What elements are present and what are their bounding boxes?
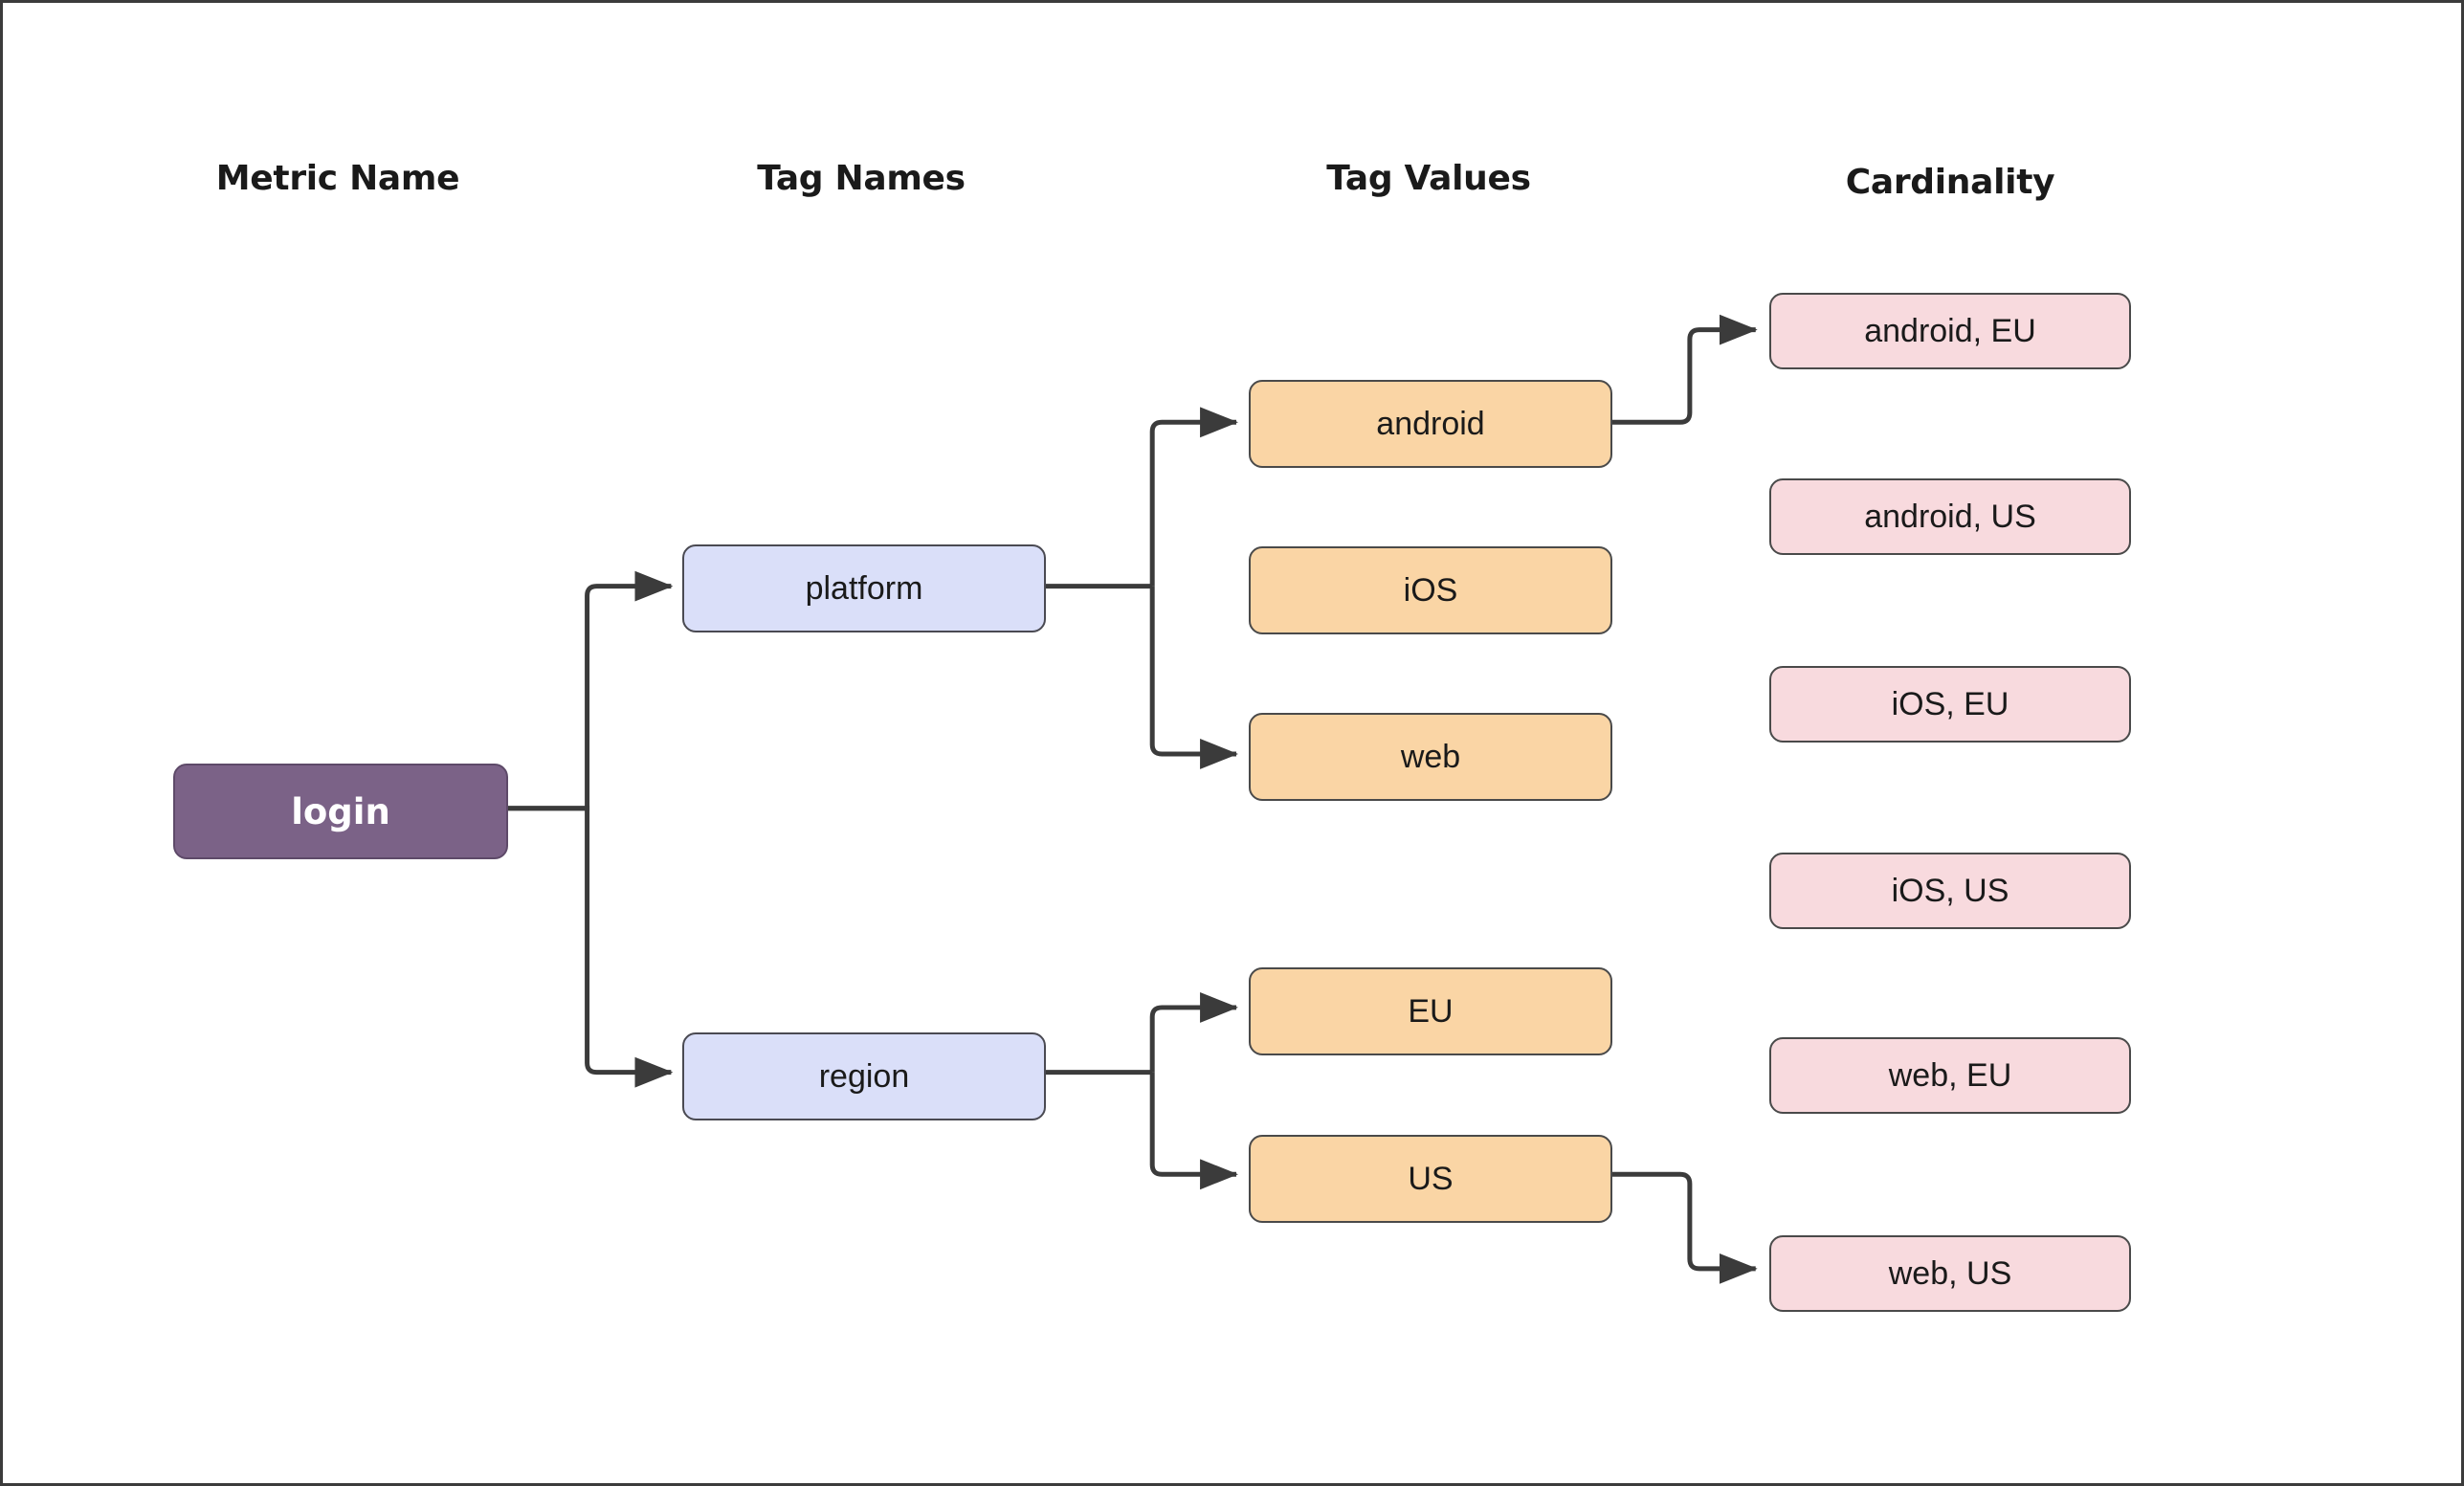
node-cardinality-android-eu[interactable]: android, EU bbox=[1769, 293, 2131, 369]
edge-platform-to-web bbox=[1149, 586, 1238, 769]
column-header-cardinality: Cardinality bbox=[1845, 163, 2055, 202]
edge-login-to-platform bbox=[506, 570, 674, 811]
column-header-metric-name: Metric Name bbox=[215, 159, 460, 198]
column-header-tag-values: Tag Values bbox=[1326, 159, 1531, 198]
column-header-tag-names: Tag Names bbox=[757, 159, 966, 198]
node-tag-value-ios[interactable]: iOS bbox=[1249, 546, 1612, 634]
edge-android-to-android-eu bbox=[1609, 314, 1758, 425]
node-cardinality-web-eu[interactable]: web, EU bbox=[1769, 1037, 2131, 1114]
node-cardinality-android-us[interactable]: android, US bbox=[1769, 478, 2131, 555]
node-cardinality-ios-eu[interactable]: iOS, EU bbox=[1769, 666, 2131, 743]
node-tag-value-web[interactable]: web bbox=[1249, 713, 1612, 801]
node-tag-value-android[interactable]: android bbox=[1249, 380, 1612, 468]
edge-platform-to-android bbox=[1149, 407, 1238, 587]
edge-login-to-region bbox=[506, 806, 674, 1088]
node-tag-name-platform[interactable]: platform bbox=[682, 544, 1046, 632]
edge-region-to-us bbox=[1149, 1072, 1238, 1190]
node-tag-name-region[interactable]: region bbox=[682, 1032, 1046, 1120]
node-tag-value-us[interactable]: US bbox=[1249, 1135, 1612, 1223]
edge-us-to-web-us bbox=[1609, 1171, 1758, 1284]
node-tag-value-eu[interactable]: EU bbox=[1249, 967, 1612, 1055]
node-cardinality-web-us[interactable]: web, US bbox=[1769, 1235, 2131, 1312]
node-metric-login[interactable]: login bbox=[173, 764, 508, 859]
edge-region-to-eu bbox=[1149, 991, 1238, 1073]
node-cardinality-ios-us[interactable]: iOS, US bbox=[1769, 853, 2131, 929]
